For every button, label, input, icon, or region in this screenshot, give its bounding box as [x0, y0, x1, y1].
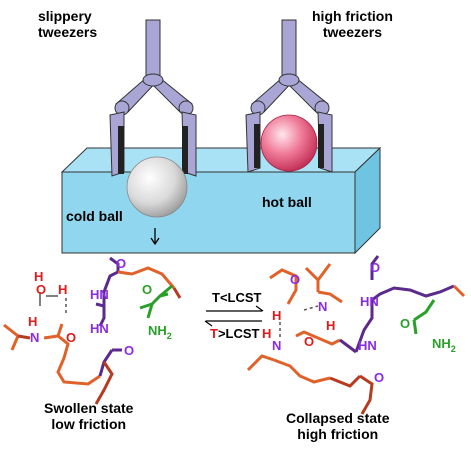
atom-o-green-right: O: [400, 316, 410, 331]
atom-hn-right-2: HN: [358, 338, 377, 353]
atom-hn-right-1: HN: [360, 294, 379, 309]
atom-o-carbonyl-left: O: [66, 330, 76, 345]
atom-nh2-left: NH2: [148, 323, 172, 341]
atom-h-right-1: H: [326, 318, 335, 333]
atom-o-top-left: O: [116, 256, 126, 271]
atom-n-right-2: N: [272, 338, 281, 353]
collapsed-label-line2: high friction: [297, 426, 379, 443]
swollen-polymer-structure: [3, 256, 182, 405]
atom-labels-right: O N H H N H O O HN HN O O NH2: [262, 260, 456, 385]
friction-label-line2: tweezers: [322, 24, 383, 41]
atom-o-mid-left: O: [124, 343, 134, 358]
high-friction-tweezers-icon: [245, 19, 333, 173]
atom-o-right-2: O: [304, 334, 314, 349]
atom-h-right-2: H: [272, 308, 281, 323]
slippery-label-line2: tweezers: [38, 24, 98, 41]
hot-ball-icon: [260, 114, 318, 172]
atom-o-water: O: [36, 282, 46, 297]
t-above-rest: >LCST: [217, 326, 260, 341]
atom-o-green-left: O: [142, 282, 152, 297]
t-above-lcst-label: T>LCST: [210, 326, 260, 342]
atom-hn-2: HN: [90, 321, 109, 336]
high-friction-tweezers-label: high friction tweezers: [312, 8, 393, 40]
equilibrium-arrows-icon: [204, 305, 264, 327]
atom-o-right-bottom: O: [374, 370, 384, 385]
t-above-t: T: [210, 326, 218, 341]
slippery-tweezers-icon: [109, 19, 197, 177]
collapsed-polymer-structure: [246, 255, 466, 415]
atom-n-amide: N: [30, 330, 39, 345]
swollen-state-label: Swollen state low friction: [44, 400, 133, 432]
friction-label-line1: high friction: [312, 8, 393, 24]
slippery-label-line1: slippery: [38, 8, 92, 24]
atom-o-right-1: O: [290, 272, 300, 287]
atom-o-right-top: O: [370, 260, 380, 275]
t-below-lcst-label: T<LCST: [212, 290, 262, 305]
cold-ball-label: cold ball: [66, 208, 123, 224]
atom-n-right-1: N: [318, 299, 327, 314]
swollen-label-line1: Swollen state: [44, 400, 134, 416]
atom-h-water-2: H: [58, 282, 67, 297]
swollen-label-line2: low friction: [51, 416, 127, 433]
hot-ball-label: hot ball: [262, 194, 312, 210]
atom-h-water: H: [34, 269, 43, 284]
slippery-tweezers-label: slippery tweezers: [38, 8, 97, 40]
cold-ball-icon: [126, 156, 188, 218]
collapsed-label-line1: Collapsed state: [286, 410, 390, 426]
collapsed-state-label: Collapsed state high friction: [286, 410, 389, 442]
atom-h-right-3: H: [262, 326, 271, 341]
atom-hn-1: HN: [90, 287, 109, 302]
atom-h-amide: H: [28, 314, 37, 329]
atom-nh2-right: NH2: [432, 336, 456, 354]
down-arrow-icon: [150, 228, 160, 246]
atom-labels-left: H H O H N O O HN HN O O NH2: [28, 256, 172, 358]
